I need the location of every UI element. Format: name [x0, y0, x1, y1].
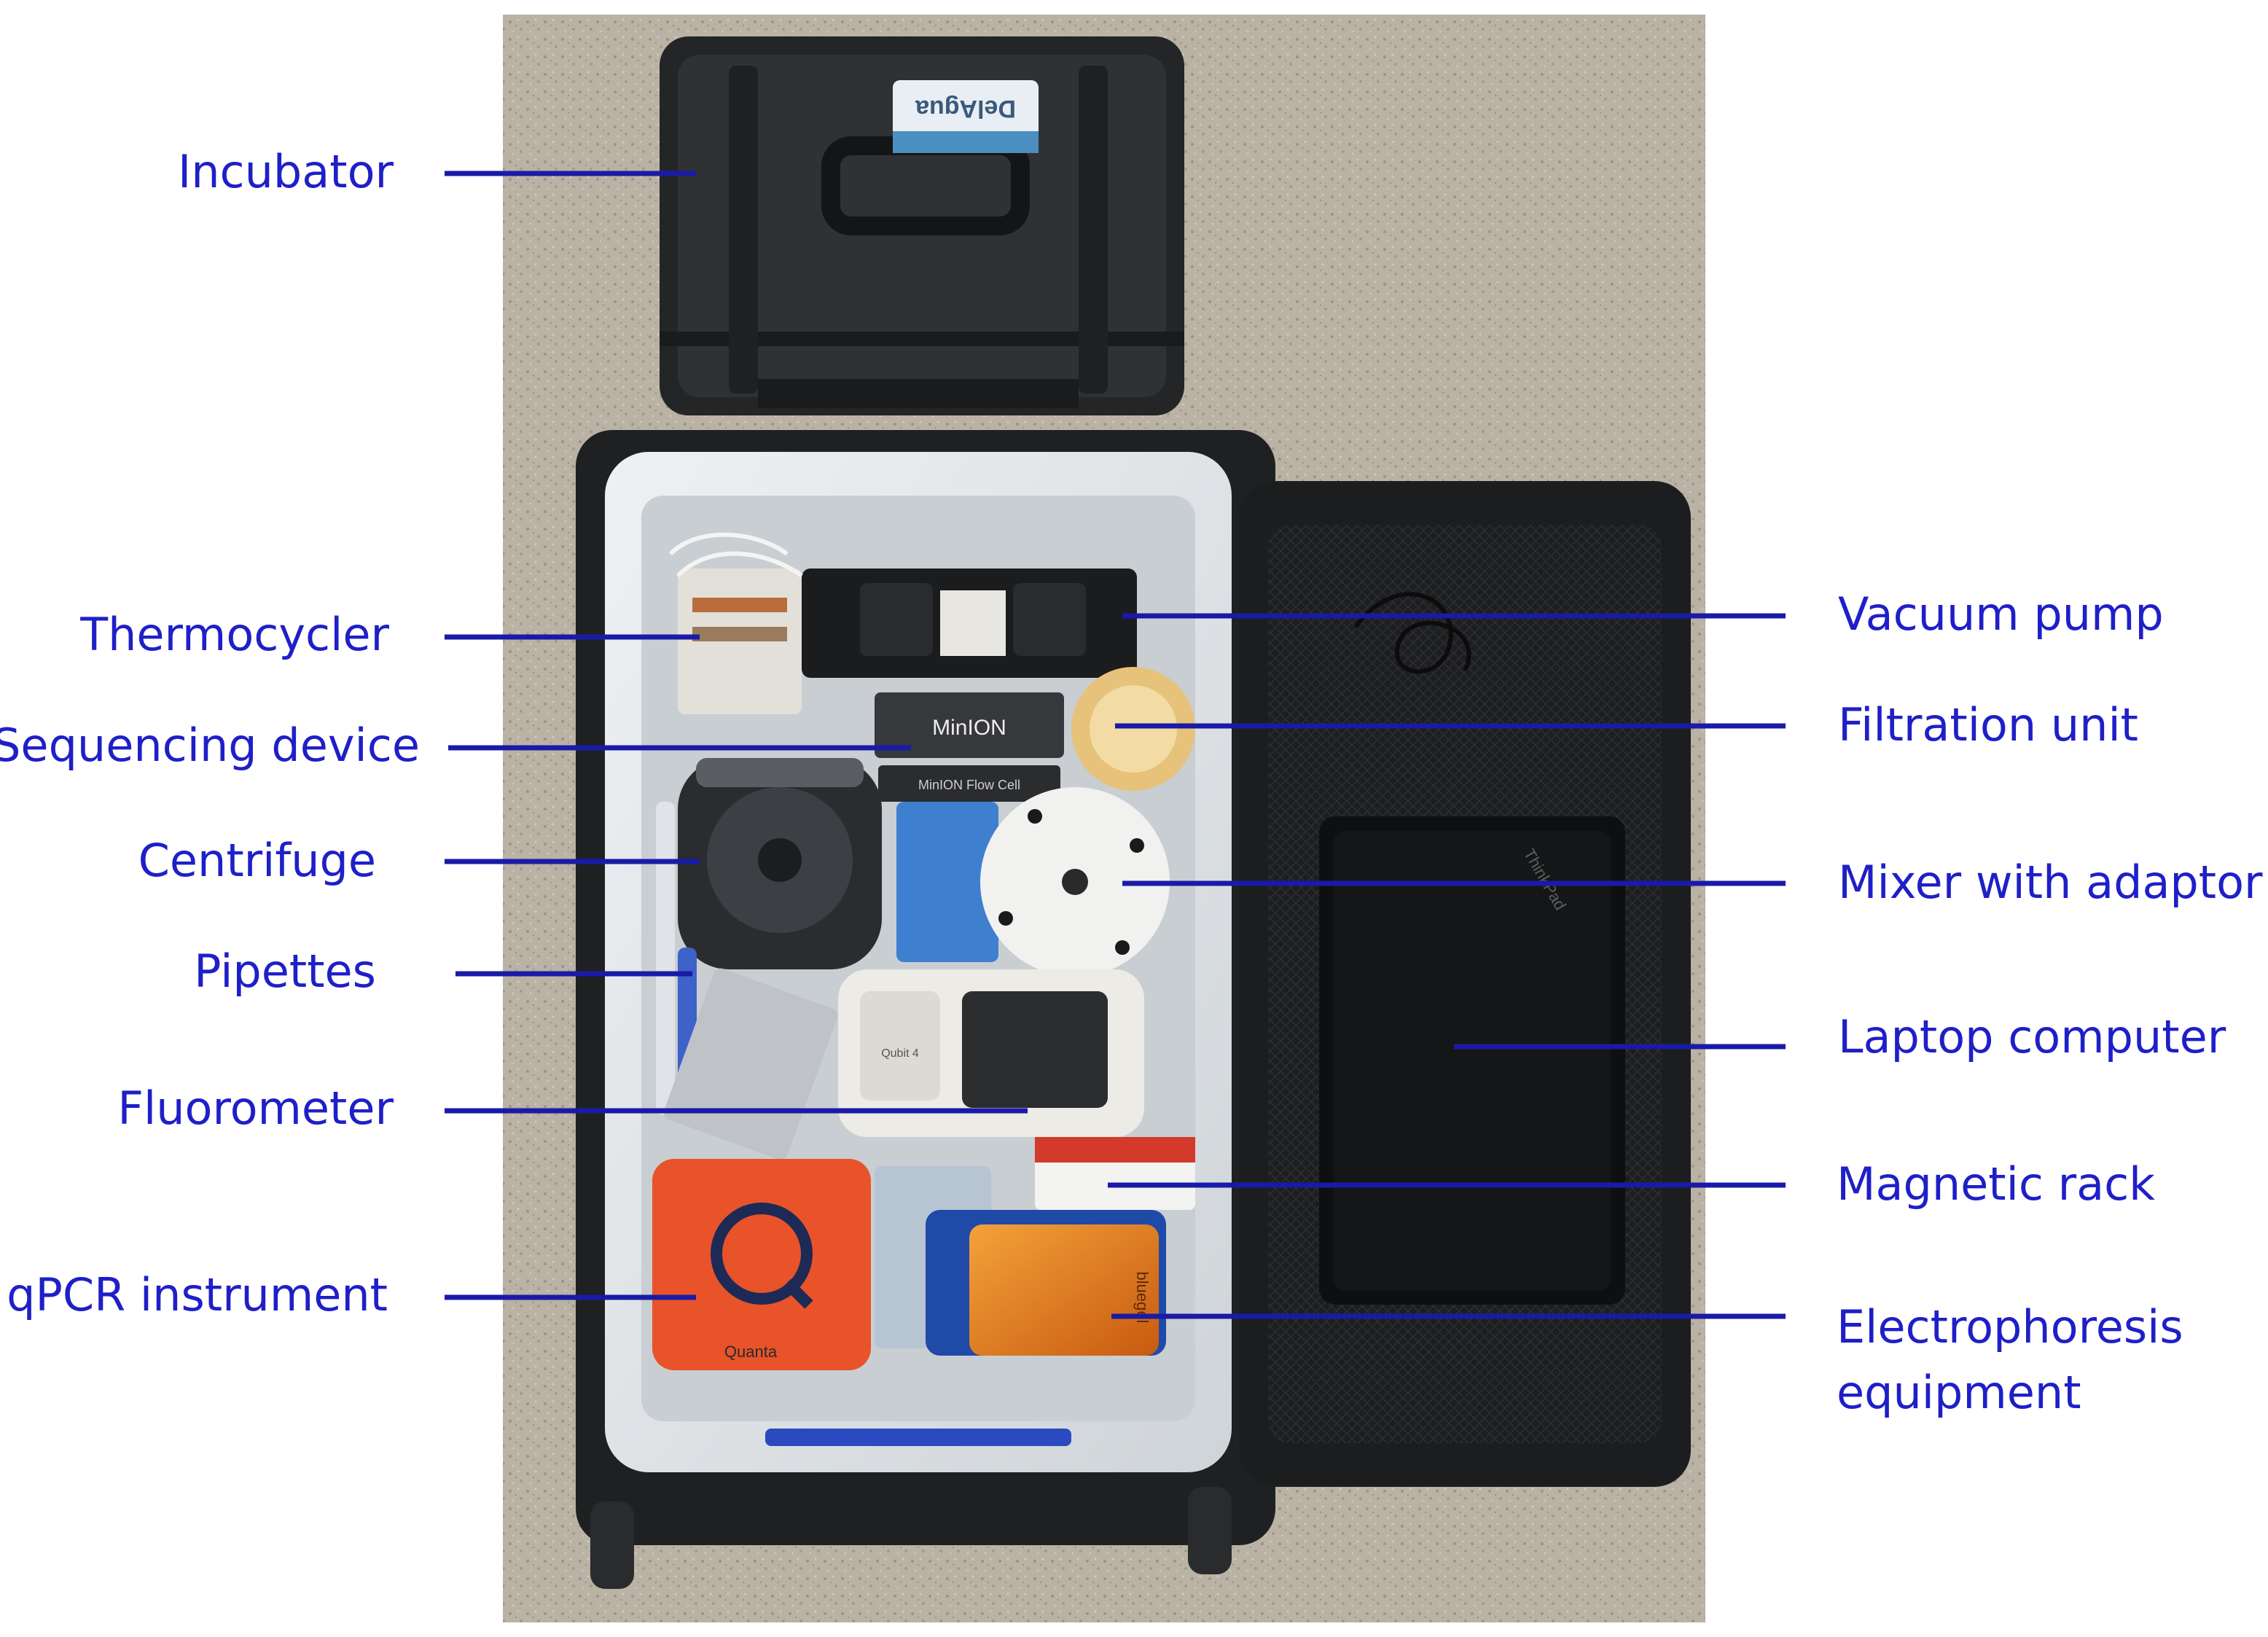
label-centrifuge: Centrifuge: [138, 834, 376, 887]
thermocycler: [668, 532, 803, 714]
vacuum-pump: [802, 569, 1137, 678]
fluorometer: Qubit 4: [838, 969, 1144, 1137]
label-sequencing-device: Sequencing device: [0, 719, 420, 772]
label-incubator: Incubator: [177, 145, 394, 198]
label-mixer-with-adaptor: Mixer with adaptor: [1838, 856, 2263, 909]
magnetic-rack: [1035, 1137, 1195, 1210]
sequencer-label: MinION: [932, 716, 1006, 740]
wheel: [590, 1501, 634, 1589]
flowcell-label: MinION Flow Cell: [918, 778, 1020, 792]
sequencing-device: MinION MinION Flow Cell: [875, 692, 1064, 802]
incubator-sticker: DelAgua: [893, 80, 1039, 153]
label-vacuum-pump: Vacuum pump: [1838, 587, 2164, 641]
fluorometer-brand: Qubit 4: [881, 1047, 919, 1060]
label-magnetic-rack: Magnetic rack: [1837, 1157, 2156, 1211]
label-thermocycler: Thermocycler: [80, 608, 389, 661]
label-qpcr-instrument: qPCR instrument: [7, 1268, 388, 1321]
wheel: [1188, 1487, 1232, 1574]
label-filtration-unit: Filtration unit: [1838, 698, 2138, 751]
electrophoresis-equipment: bluegel: [926, 1210, 1166, 1356]
mixer-with-adaptor: [896, 787, 1170, 977]
qpcr-instrument: Quanta: [652, 1159, 871, 1370]
qpcr-brand: Quanta: [724, 1343, 778, 1361]
leader-lines: [445, 171, 1786, 1319]
label-laptop-computer: Laptop computer: [1838, 1010, 2226, 1063]
label-electrophoresis-line1: Electrophoresis: [1837, 1300, 2183, 1353]
filtration-unit: [1071, 667, 1195, 791]
incubator-sticker-text: DelAgua: [915, 95, 1016, 122]
label-fluorometer: Fluorometer: [117, 1082, 394, 1135]
incubator-case: DelAgua: [660, 36, 1184, 415]
centrifuge: [678, 758, 882, 969]
label-electrophoresis-line2: equipment: [1837, 1366, 2081, 1419]
label-pipettes: Pipettes: [194, 945, 376, 998]
laptop: ThinkPad: [1319, 816, 1625, 1305]
